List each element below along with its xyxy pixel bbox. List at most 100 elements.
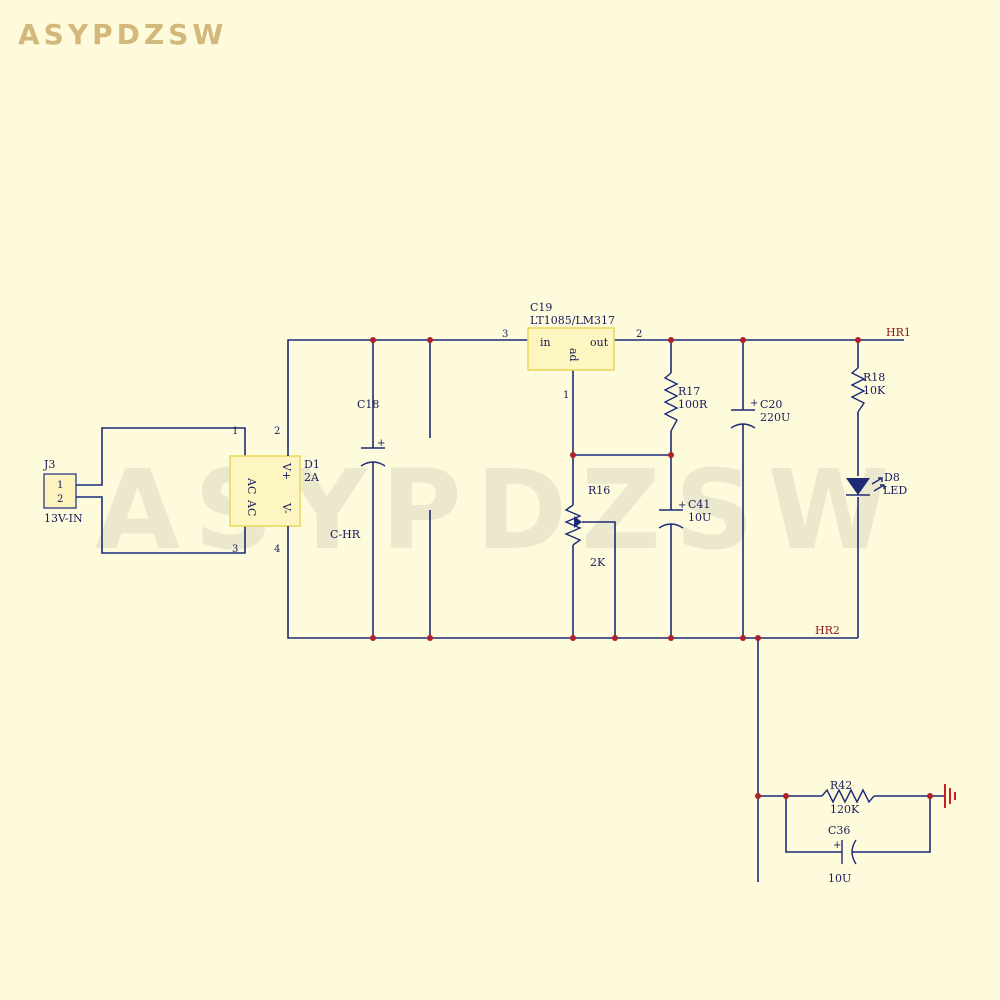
junction-dot <box>612 635 618 641</box>
r16-ref: R16 <box>588 484 610 497</box>
r17-ref: R17 <box>678 385 700 398</box>
junction-dot <box>783 793 789 799</box>
resistor-r18[interactable]: R18 10K <box>850 367 886 413</box>
c19-body <box>527 327 615 371</box>
r16-value: 2K <box>590 556 606 569</box>
d1-vplus-label: V+ <box>280 462 293 480</box>
r42-ref: R42 <box>830 779 852 792</box>
c41-ref: C41 <box>688 498 710 511</box>
r42-zigzag <box>821 788 875 804</box>
resistor-r17[interactable]: R17 100R <box>663 372 708 432</box>
c19-adj-label: ad <box>567 348 580 362</box>
junction-dot <box>570 635 576 641</box>
junction-dot <box>927 793 933 799</box>
junction-dot <box>668 452 674 458</box>
d1-vminus-label: V- <box>280 502 293 514</box>
c19-pin1: 1 <box>563 390 569 401</box>
r18-value: 10K <box>863 384 886 397</box>
wire-top-rail-left <box>287 339 528 430</box>
regulator-c19[interactable]: in out ad C19 LT1085/LM317 3 2 1 <box>502 301 642 401</box>
d1-body <box>229 455 301 527</box>
c20-plate-bottom <box>730 423 756 429</box>
d8-light-arrow-1 <box>871 477 883 485</box>
d1-value: 2A <box>304 471 320 484</box>
c18-polarity: + <box>377 438 385 449</box>
r17-value: 100R <box>678 398 708 411</box>
net-label-hr2: HR2 <box>815 624 840 637</box>
watermark: ASYPDZSW <box>95 446 903 574</box>
junction-dot <box>668 635 674 641</box>
d1-pin2: 2 <box>274 426 280 437</box>
junction-dot <box>668 337 674 343</box>
c36-value: 10U <box>828 872 851 885</box>
potentiometer-r16[interactable]: R16 2K <box>564 484 610 569</box>
j3-ref: J3 <box>43 458 55 471</box>
c41-polarity: + <box>678 500 686 511</box>
brand-logo: ASYPDZSW <box>18 18 227 51</box>
j3-pin1-label: 1 <box>57 480 63 491</box>
d1-ac2-label: AC <box>245 499 258 516</box>
c19-ref: C19 <box>530 301 552 314</box>
capacitor-c18[interactable]: + C18 C-HR <box>330 398 385 541</box>
c19-out-label: out <box>590 336 609 349</box>
wire-j3-d1-bottom <box>76 496 246 554</box>
c18-plate-bottom <box>360 461 386 467</box>
wire-c36-right <box>852 796 931 853</box>
junction-dot <box>740 337 746 343</box>
c18-value: C-HR <box>330 528 361 541</box>
c20-value: 220U <box>760 411 790 424</box>
d8-triangle <box>846 478 870 495</box>
c19-in-label: in <box>540 336 551 349</box>
d1-ac1-label: AC <box>245 477 258 494</box>
junction-dot <box>427 635 433 641</box>
j3-body <box>43 473 77 509</box>
d1-pin1: 1 <box>232 426 238 437</box>
connector-j3[interactable]: 1 2 J3 13V-IN <box>43 458 83 525</box>
c41-value: 10U <box>688 511 711 524</box>
capacitor-c41[interactable]: + C41 10U <box>658 498 711 529</box>
d8-value: LED <box>883 484 907 497</box>
j3-pin2-label: 2 <box>57 494 63 505</box>
junction-dot <box>570 452 576 458</box>
bridge-d1[interactable]: AC AC V+ V- 1 2 3 4 D1 2A <box>229 426 320 555</box>
r18-zigzag <box>850 367 866 413</box>
c18-ref: C18 <box>357 398 379 411</box>
capacitor-c36[interactable]: + C36 10U <box>828 824 857 885</box>
j3-value: 13V-IN <box>44 512 83 525</box>
d1-ref: D1 <box>304 458 320 471</box>
junction-dot <box>755 793 761 799</box>
c19-value: LT1085/LM317 <box>530 314 615 327</box>
c41-plate-bottom <box>658 523 684 529</box>
wire-c36-loop <box>785 796 842 853</box>
r18-ref: R18 <box>863 371 885 384</box>
wire-j3-d1-top <box>76 427 246 486</box>
c19-pin2: 2 <box>636 329 642 340</box>
c20-polarity: + <box>750 398 758 409</box>
d1-pin3: 3 <box>232 544 238 555</box>
d1-pin4: 4 <box>274 544 280 555</box>
junction-dot <box>427 337 433 343</box>
r16-wiper-arrow <box>574 516 582 528</box>
c19-pin3: 3 <box>502 329 508 340</box>
junction-dot <box>370 337 376 343</box>
junction-dot <box>855 337 861 343</box>
junction-dot <box>740 635 746 641</box>
resistor-r42[interactable]: R42 120K <box>821 779 875 816</box>
capacitor-c20[interactable]: + C20 220U <box>730 398 790 429</box>
r42-value: 120K <box>830 803 860 816</box>
r16-zigzag <box>564 504 582 546</box>
r17-zigzag <box>663 372 679 432</box>
led-d8[interactable]: D8 LED <box>846 471 907 497</box>
junctions <box>370 337 933 799</box>
c36-plate-right <box>851 839 857 865</box>
wire-r16-wiper <box>582 521 616 638</box>
wires <box>76 339 945 882</box>
d8-ref: D8 <box>884 471 900 484</box>
c20-ref: C20 <box>760 398 782 411</box>
ground-icon <box>944 784 956 808</box>
c36-polarity: + <box>833 840 841 851</box>
d8-light-arrow-2 <box>873 484 885 492</box>
c36-ref: C36 <box>828 824 850 837</box>
